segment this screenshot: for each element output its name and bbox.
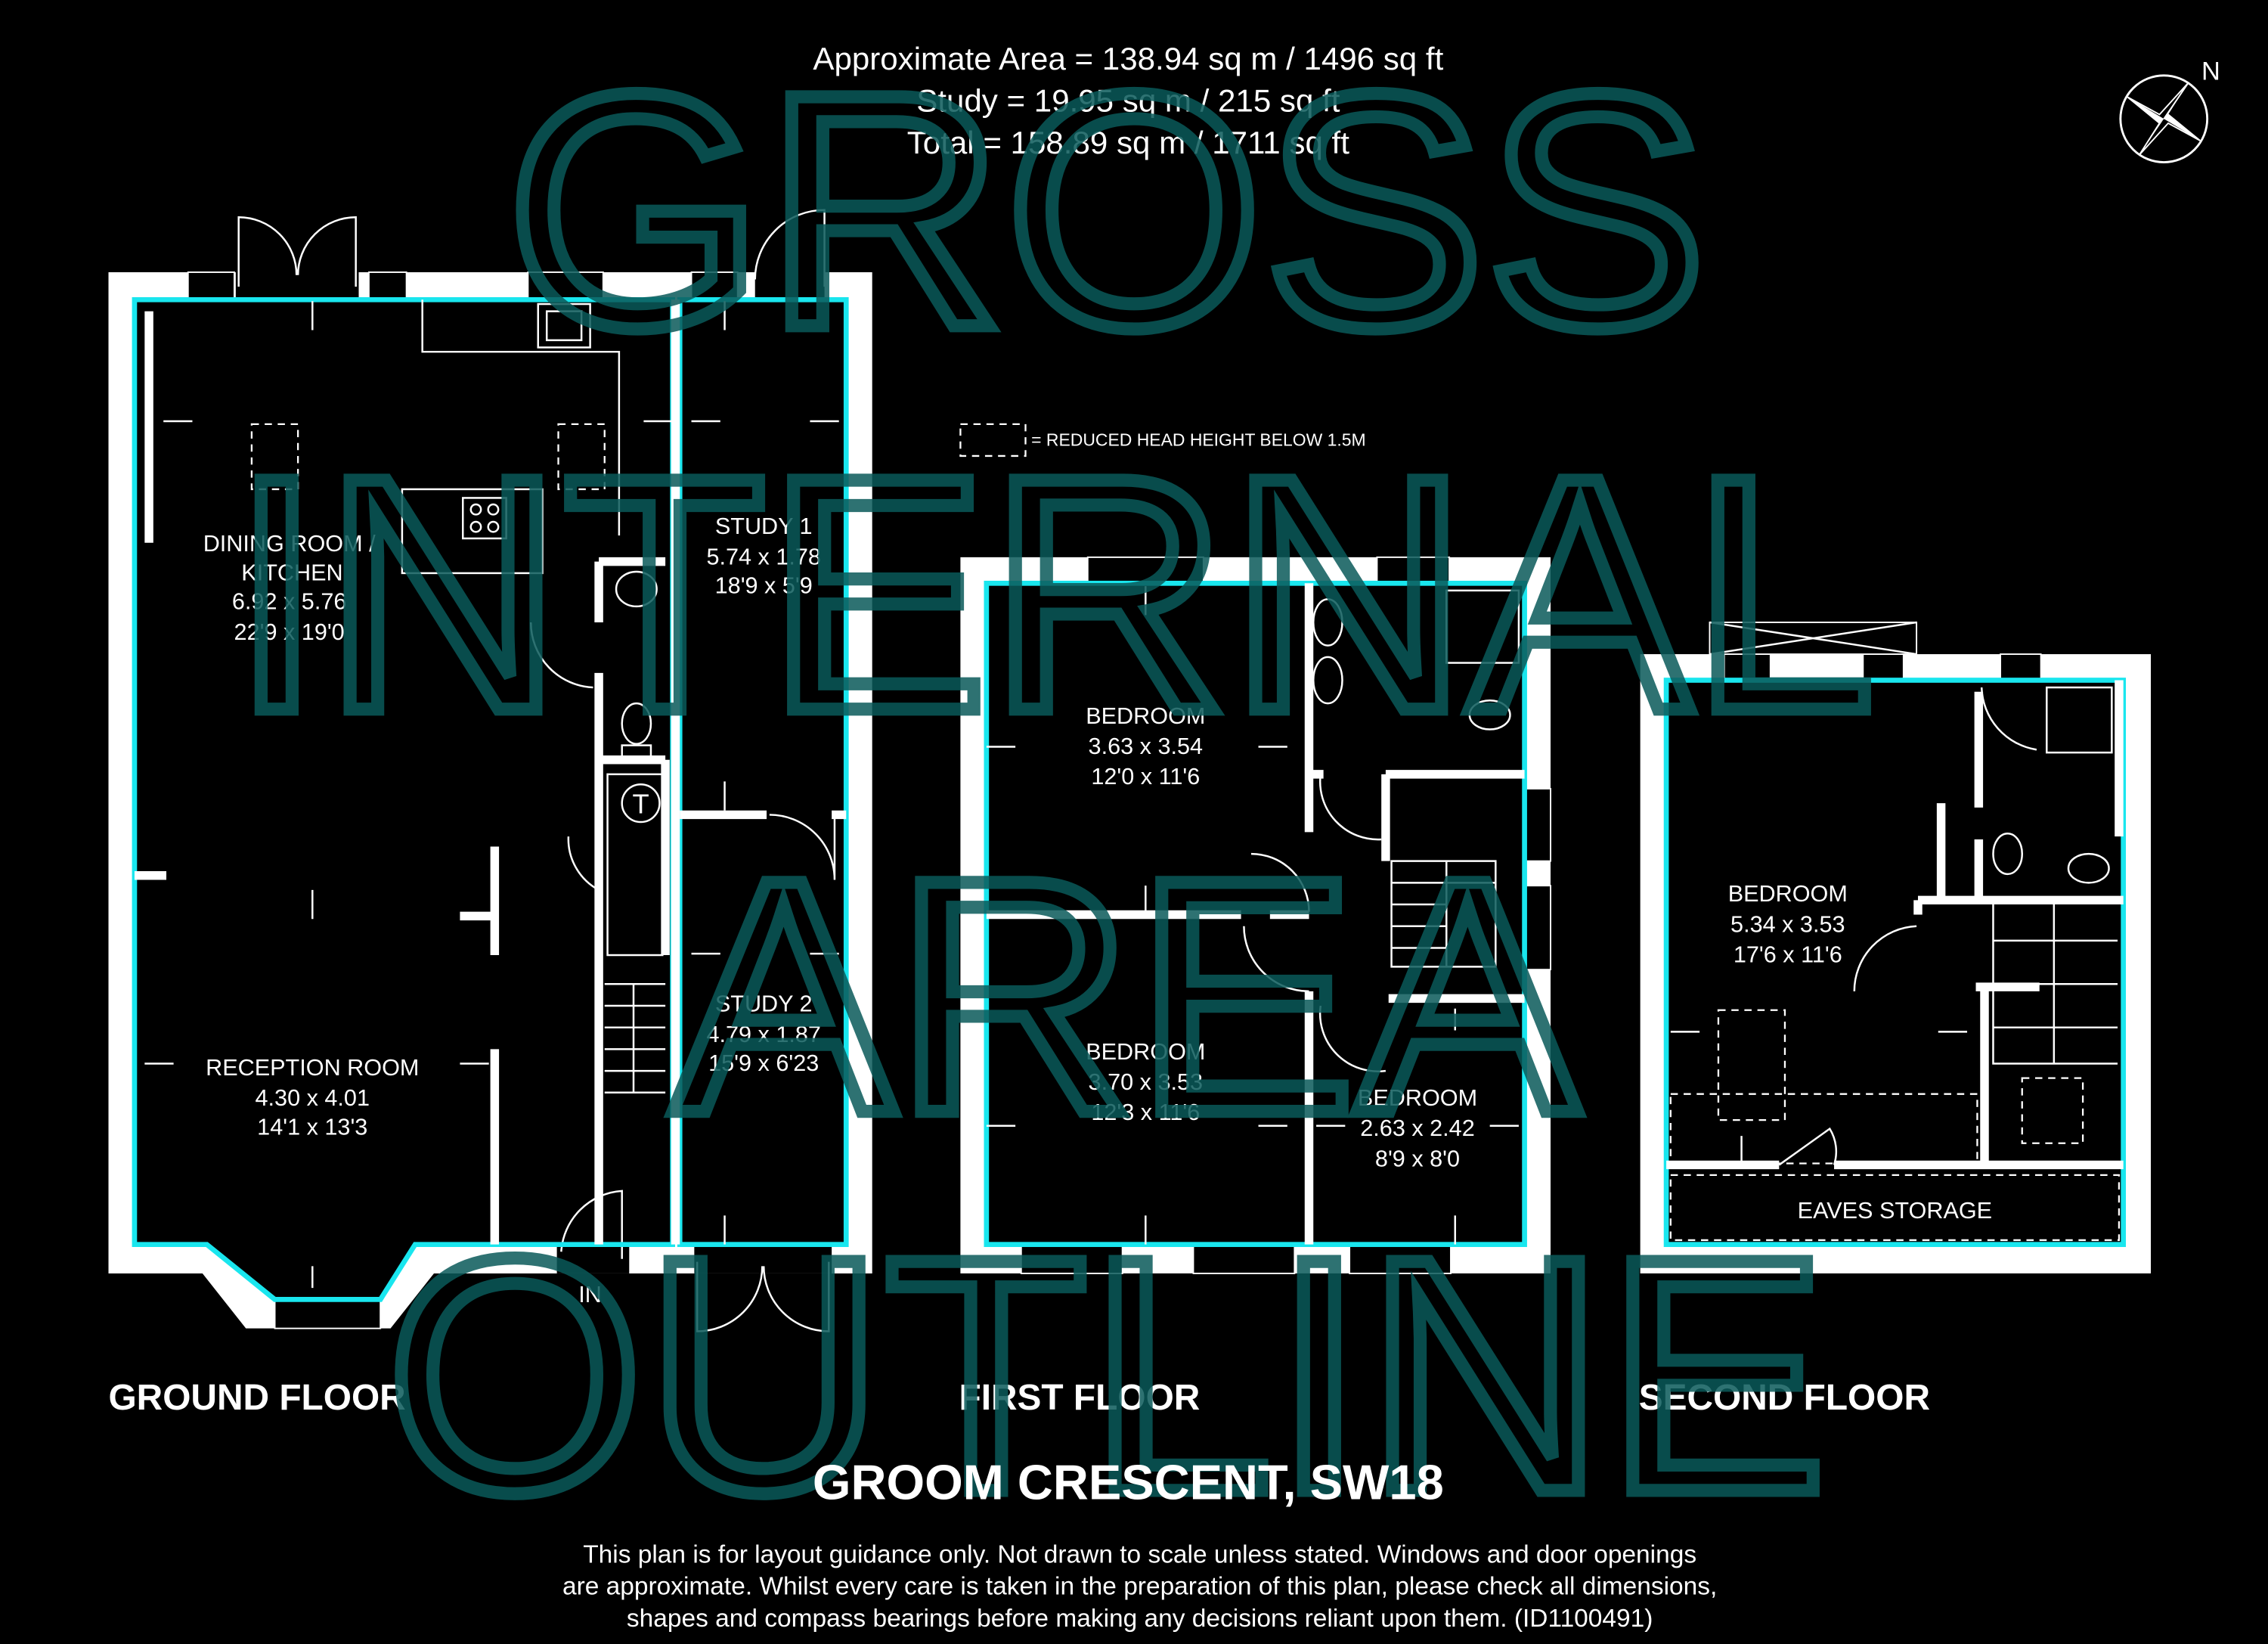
room-imperial: 14'1 x 13'3 (257, 1114, 367, 1140)
ground-floor-label: GROUND FLOOR (108, 1378, 405, 1418)
room-metric: 4.79 x 1.87 (706, 1022, 820, 1047)
room-metric: 2.63 x 2.42 (1360, 1115, 1474, 1141)
first-floor-plan: BEDROOM 3.63 x 3.54 12'0 x 11'6 BEDROOM … (959, 556, 1551, 1418)
cylinder-label: T (632, 789, 649, 820)
room-imperial: 17'6 x 11'6 (1734, 942, 1842, 968)
watermark-gross: GROSS (506, 26, 1707, 397)
room-metric: 3.63 x 3.54 (1089, 734, 1203, 759)
total-area: Total = 158.89 sq m / 1711 sq ft (907, 125, 1349, 160)
room-imperial: 22'9 x 19'0 (234, 619, 345, 645)
area-summary: Approximate Area = 138.94 sq m / 1496 sq… (813, 41, 1443, 160)
room-metric: 5.34 x 3.53 (1730, 911, 1845, 937)
room-metric: 6.92 x 5.76 (232, 589, 346, 615)
room-imperial: 12'0 x 11'6 (1091, 764, 1200, 789)
room-name: KITCHEN (241, 560, 342, 585)
first-floor-label: FIRST FLOOR (959, 1378, 1200, 1418)
watermark-outline: OUTLINE (386, 1190, 1827, 1562)
room-imperial: 8'9 x 8'0 (1375, 1146, 1460, 1171)
room-imperial: 12'3 x 11'6 (1091, 1100, 1200, 1125)
approx-area: Approximate Area = 138.94 sq m / 1496 sq… (813, 41, 1443, 76)
room-name: BEDROOM (1358, 1085, 1477, 1111)
room-name: STUDY 1 (715, 513, 813, 539)
study-area: Study = 19.95 sq m / 215 sq ft (916, 83, 1340, 119)
room-metric: 3.70 x 3.53 (1089, 1069, 1203, 1095)
entrance-label: IN (578, 1282, 602, 1307)
ground-floor-plan: T DINING ROOM / KITCHEN 6.92 x 5.76 22'9… (108, 209, 872, 1418)
disclaimer-line: shapes and compass bearings before makin… (627, 1605, 1653, 1633)
watermark: GROSS INTERNAL AREA OUTLINE (224, 19, 1882, 1568)
north-label: N (2201, 57, 2220, 85)
room-name: RECEPTION ROOM (206, 1055, 419, 1081)
room-name: BEDROOM (1086, 703, 1205, 729)
reduced-height-swatch (959, 423, 1027, 458)
room-name: DINING ROOM / (203, 531, 376, 557)
watermark-internal: INTERNAL (231, 409, 1876, 780)
room-name: EAVES STORAGE (1798, 1198, 1992, 1224)
watermark-area: AREA (672, 811, 1579, 1183)
room-name: STUDY 2 (715, 991, 813, 1017)
disclaimer-line: are approximate. Whilst every care is ta… (562, 1573, 1717, 1601)
room-name: BEDROOM (1086, 1039, 1205, 1065)
second-floor-label: SECOND FLOOR (1639, 1378, 1930, 1418)
legend-text: = REDUCED HEAD HEIGHT BELOW 1.5M (1031, 430, 1365, 450)
room-imperial: 15'9 x 6'23 (708, 1050, 819, 1076)
legend: = REDUCED HEAD HEIGHT BELOW 1.5M (959, 423, 1366, 458)
room-name: BEDROOM (1728, 881, 1848, 907)
room-metric: 5.74 x 1.78 (706, 544, 820, 569)
room-metric: 4.30 x 4.01 (256, 1085, 370, 1111)
disclaimer-line: This plan is for layout guidance only. N… (583, 1541, 1696, 1569)
second-floor-plan: BEDROOM 5.34 x 3.53 17'6 x 11'6 EAVES ST… (1639, 621, 2152, 1418)
property-title: GROOM CRESCENT, SW18 (813, 1454, 1444, 1509)
compass-icon: N (2119, 57, 2220, 163)
room-imperial: 18'9 x 5'9 (715, 573, 813, 599)
